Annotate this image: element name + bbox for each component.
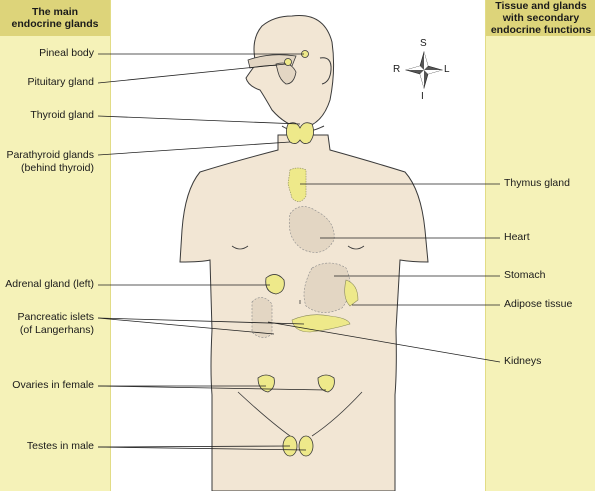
left-panel-title: The main endocrine glands	[0, 0, 110, 36]
label-adipose-tissue: Adipose tissue	[504, 298, 573, 310]
label-kidneys: Kidneys	[504, 355, 542, 367]
pancreatic-islets	[291, 314, 351, 333]
body-silhouette	[179, 15, 429, 491]
leader-lines	[97, 53, 501, 451]
label-pituitary-gland: Pituitary gland	[27, 76, 94, 88]
label-adrenal-gland: Adrenal gland (left)	[5, 278, 94, 290]
label-pancreatic-islets: Pancreatic islets (of Langerhans)	[17, 311, 94, 336]
label-thymus-gland: Thymus gland	[504, 177, 570, 189]
right-panel: Tissue and glands with secondary endocri…	[485, 0, 595, 491]
label-stomach: Stomach	[504, 269, 546, 281]
heart-organ	[289, 206, 335, 253]
label-parathyroid-glands: Parathyroid glands (behind thyroid)	[6, 149, 94, 174]
label-heart: Heart	[504, 231, 530, 243]
label-thyroid-gland: Thyroid gland	[30, 109, 94, 121]
right-panel-title: Tissue and glands with secondary endocri…	[486, 0, 595, 36]
label-ovaries: Ovaries in female	[12, 379, 94, 391]
thymus-gland	[287, 167, 307, 202]
head-glands	[247, 50, 309, 85]
kidneys-organ	[251, 297, 273, 338]
compass-label-right: R	[393, 64, 401, 75]
label-testes: Testes in male	[26, 440, 94, 452]
stomach-organ	[303, 262, 351, 313]
compass-rose	[404, 50, 444, 90]
ear-outline	[319, 57, 332, 85]
body-detail-lines	[231, 245, 365, 437]
compass-label-inferior: I	[421, 91, 424, 102]
ovaries	[257, 374, 335, 393]
left-panel: The main endocrine glands	[0, 0, 111, 491]
label-pineal-body: Pineal body	[39, 47, 94, 59]
adrenal-gland	[265, 274, 285, 295]
compass-label-superior: S	[420, 38, 427, 49]
adipose-tissue	[344, 279, 359, 307]
compass-label-left: L	[444, 64, 450, 75]
